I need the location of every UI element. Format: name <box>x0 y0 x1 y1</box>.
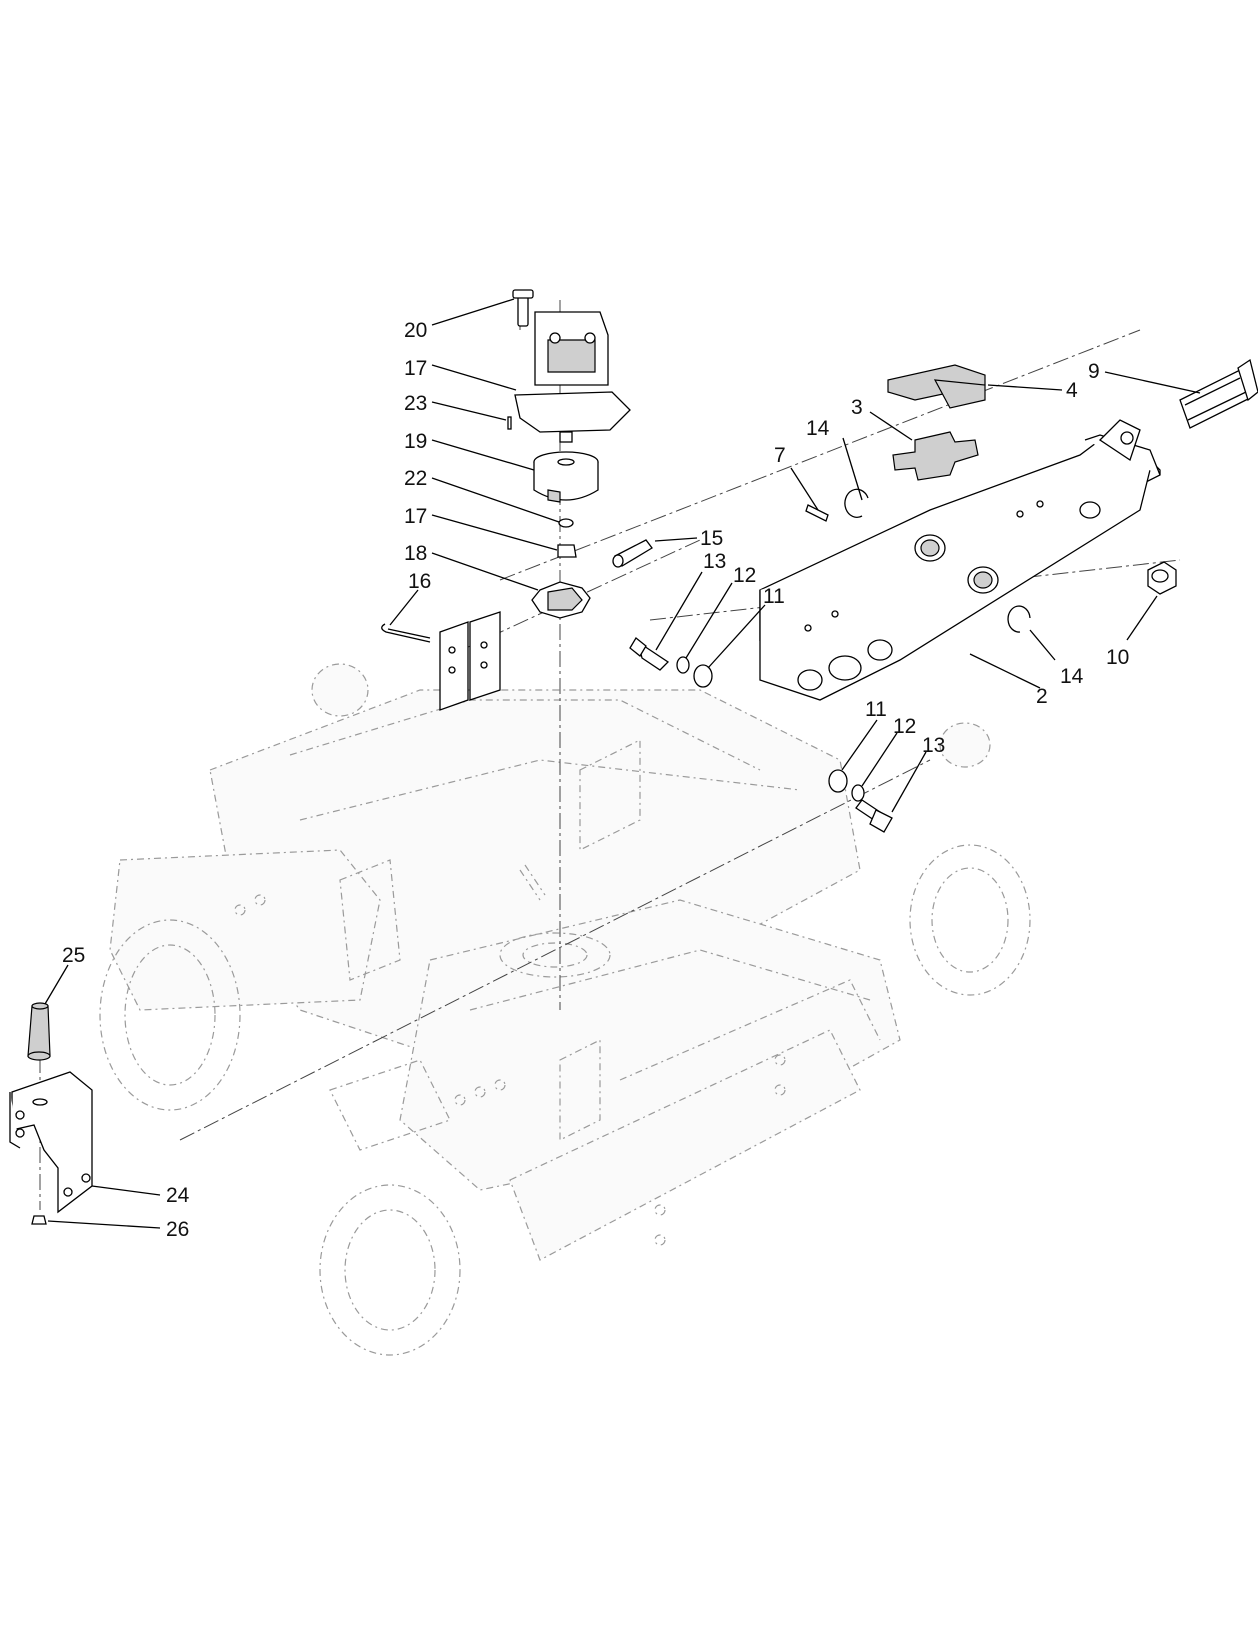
pad-3 <box>892 431 979 481</box>
callout-18: 18 <box>404 542 427 565</box>
callout-23: 23 <box>404 392 427 415</box>
coupler-19 <box>533 451 599 503</box>
callout-2: 2 <box>1036 685 1048 708</box>
bumper-25 <box>27 1002 51 1061</box>
bracket-plates <box>439 611 501 711</box>
lock-nut-10 <box>1147 561 1177 595</box>
pivot-pin-9 <box>1179 358 1258 429</box>
washer-12-upper <box>676 656 690 674</box>
callout-11-upper: 11 <box>763 585 785 608</box>
snap-ring-14-upper <box>844 488 869 518</box>
nut-17 <box>557 544 577 558</box>
callout-22: 22 <box>404 467 427 490</box>
roll-pin-7 <box>805 504 829 522</box>
callout-3: 3 <box>851 396 863 419</box>
cotter-pin-16 <box>381 623 431 643</box>
lift-arm-2 <box>759 419 1161 701</box>
callout-12-upper: 12 <box>733 564 756 587</box>
callout-24: 24 <box>166 1184 190 1207</box>
mower-deck-ghost <box>99 663 1031 1356</box>
leader-lines <box>44 298 1201 1229</box>
callout-13-upper: 13 <box>703 550 726 573</box>
callout-11-lower: 11 <box>865 698 887 721</box>
callout-25: 25 <box>62 944 85 967</box>
callout-9: 9 <box>1088 360 1100 383</box>
callout-labels: 20 17 23 19 22 17 18 16 15 13 12 11 9 4 … <box>62 319 1129 1241</box>
callout-10: 10 <box>1106 646 1129 669</box>
callout-13-lower: 13 <box>922 734 945 757</box>
washer-11-lower <box>828 769 848 793</box>
washer-12-lower <box>851 784 865 802</box>
bracket-24 <box>9 1071 93 1214</box>
callout-12-lower: 12 <box>893 715 916 738</box>
callout-15: 15 <box>700 527 723 550</box>
key-23 <box>507 416 512 430</box>
callout-14-upper: 14 <box>806 417 830 440</box>
spider-coupler-18 <box>531 581 591 619</box>
ring-22 <box>558 518 574 528</box>
pad-4 <box>887 364 986 409</box>
washer-11-upper <box>693 664 713 688</box>
callout-4: 4 <box>1066 379 1078 402</box>
callout-17-nut: 17 <box>404 505 427 528</box>
callout-14-lower: 14 <box>1060 665 1084 688</box>
screw-26 <box>31 1215 47 1225</box>
callout-17-motor: 17 <box>404 357 427 380</box>
callout-7: 7 <box>774 444 786 467</box>
hydraulic-motor <box>512 289 631 443</box>
bolt-13-upper <box>629 637 670 671</box>
pin-15 <box>612 539 653 568</box>
callout-19: 19 <box>404 430 427 453</box>
callout-26: 26 <box>166 1218 189 1241</box>
bolt-13-lower <box>855 799 893 833</box>
snap-ring-14-lower <box>1007 605 1031 633</box>
callout-16: 16 <box>408 570 431 593</box>
callout-20: 20 <box>404 319 427 342</box>
